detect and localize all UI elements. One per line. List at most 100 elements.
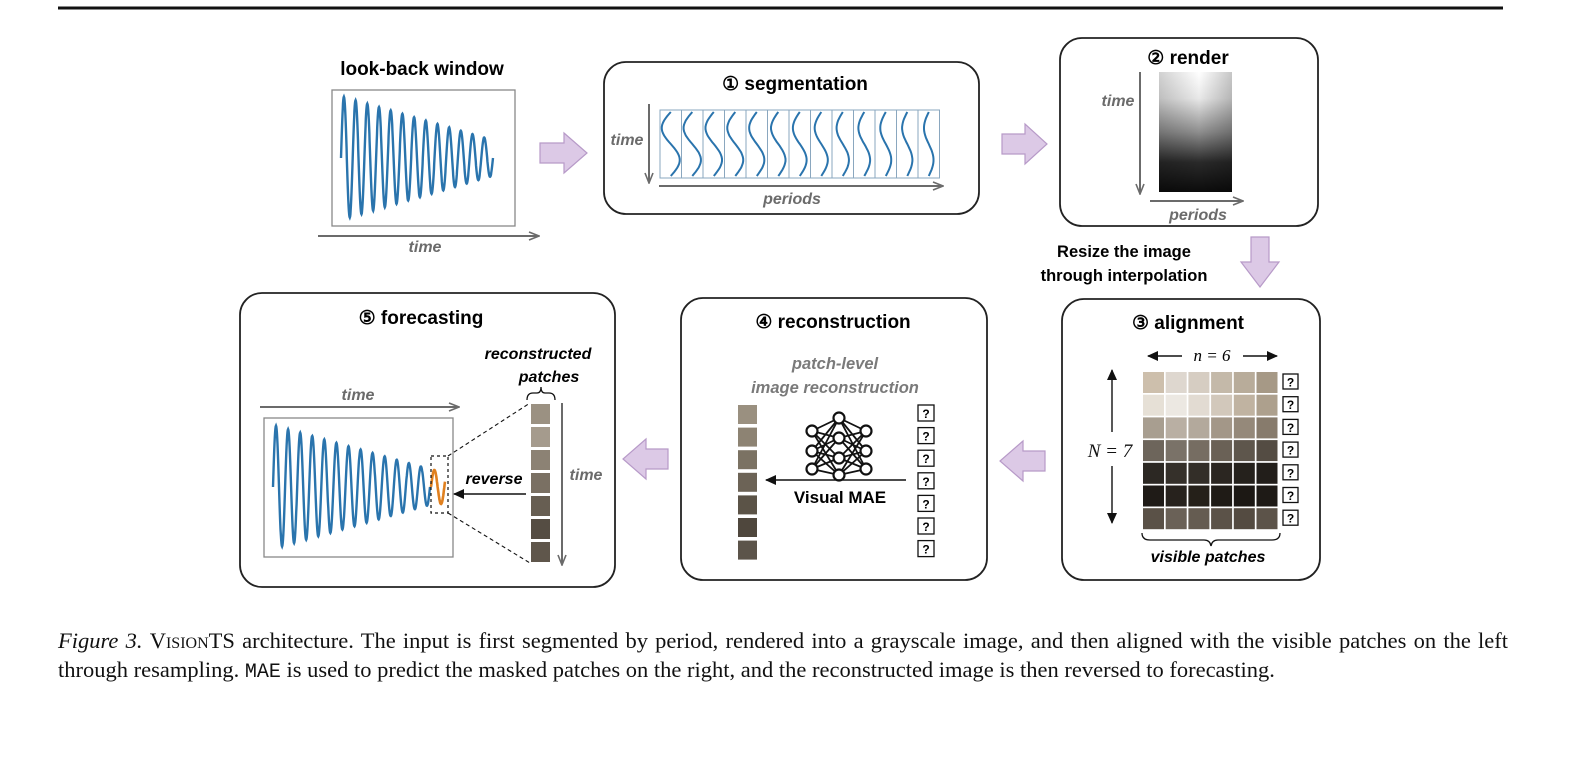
reconstructed-patch	[531, 542, 550, 562]
masked-patch	[917, 426, 935, 445]
visible-patch	[1233, 508, 1255, 530]
reconstructed-patch	[531, 427, 550, 447]
visible-patch	[1233, 372, 1255, 393]
masked-patch	[1282, 464, 1299, 481]
segment-wave	[704, 111, 723, 177]
masked-patch	[917, 539, 935, 558]
nn-node	[832, 451, 846, 465]
alignment-patch-grid	[1143, 372, 1278, 530]
mask-glyph: ?	[922, 430, 929, 444]
visible-patch	[1233, 394, 1255, 416]
flow-arrow-3	[1239, 236, 1281, 288]
visible-patch	[1188, 394, 1210, 416]
visible-patch	[1188, 485, 1210, 507]
masked-patch	[1282, 396, 1299, 413]
nn-node	[859, 462, 873, 476]
forecasting-reconstructed-patches	[531, 404, 550, 562]
segment-wave	[901, 111, 914, 177]
visible-patch	[1256, 485, 1278, 507]
visible-patch	[1165, 417, 1187, 439]
lookback-series	[339, 93, 495, 221]
render-time-label: time	[1102, 93, 1135, 110]
reconstructed-patch	[738, 472, 757, 492]
forecasting-title: ⑤ forecasting	[359, 308, 484, 329]
mask-glyph: ?	[1287, 466, 1294, 480]
masked-patch	[917, 472, 935, 490]
visible-patch	[1211, 372, 1233, 393]
reconstruction-output-patches	[738, 405, 757, 560]
mask-glyph: ?	[1287, 398, 1294, 412]
flow-arrow-2	[1001, 122, 1048, 166]
visible-patch	[1165, 440, 1187, 462]
mask-glyph: ?	[922, 475, 929, 489]
nn-node	[805, 424, 819, 438]
nn-edge	[811, 417, 840, 452]
visible-patch	[1256, 440, 1278, 462]
alignment-title: ③ alignment	[1132, 313, 1245, 334]
mask-glyph: ?	[1287, 444, 1294, 458]
visible-patch	[1211, 394, 1233, 416]
forecasting-zoom-line-top	[447, 402, 531, 457]
lookback-title: look-back window	[340, 59, 504, 80]
segment-wave	[835, 111, 850, 177]
reconstructed-patch	[738, 518, 757, 537]
visible-patch	[1143, 394, 1164, 416]
visible-patch	[1256, 508, 1278, 530]
visible-patch	[1165, 372, 1187, 393]
reconstructed-patch	[531, 519, 550, 539]
caption-model-name: VisionTS	[149, 628, 235, 653]
visible-patch	[1188, 508, 1210, 530]
mask-glyph: ?	[1287, 512, 1294, 526]
alignment-panel: ③ alignment n = 6 N = 7 ??????? visible …	[1061, 298, 1321, 581]
visible-patch	[1143, 417, 1164, 439]
mask-glyph: ?	[1287, 421, 1294, 435]
visible-patch	[1256, 372, 1278, 393]
render-image-shade	[1159, 72, 1232, 192]
reconstruction-title: ④ reconstruction	[755, 312, 910, 333]
visible-patch	[1233, 440, 1255, 462]
masked-patch	[1282, 373, 1299, 390]
visible-patch	[1165, 485, 1187, 507]
forecasting-patches-brace	[526, 386, 556, 401]
forecasting-reverse-label: reverse	[466, 471, 523, 488]
visible-patch	[1188, 417, 1210, 439]
nn-edge	[811, 417, 840, 470]
forecasting-time-label: time	[342, 387, 375, 404]
visible-patch	[1211, 485, 1233, 507]
visible-patch	[1143, 372, 1164, 393]
nn-node	[805, 462, 819, 476]
forecasting-zoom-box	[430, 455, 449, 514]
visible-patch	[1188, 462, 1210, 484]
visible-patch	[1233, 417, 1255, 439]
segmentation-panel: ① segmentation time periods	[603, 61, 980, 215]
reconstructed-patch	[531, 450, 550, 470]
segment-wave	[791, 111, 808, 177]
reconstructed-patch	[738, 450, 757, 470]
visible-patch	[1233, 485, 1255, 507]
segment-wave	[682, 111, 702, 177]
lookback-time-label: time	[409, 239, 442, 256]
forecasting-history-series	[271, 422, 432, 550]
architecture-diagram: look-back window time ① segmentation tim…	[58, 6, 1503, 588]
mask-glyph: ?	[922, 497, 929, 511]
nn-node	[805, 444, 819, 458]
visible-patch	[1188, 440, 1210, 462]
reconstructed-patch	[531, 496, 550, 516]
alignment-n-label: n = 6	[1194, 346, 1231, 365]
reconstructed-patch	[738, 540, 757, 560]
neural-network-icon	[805, 411, 873, 482]
resize-note-line1: Resize the image	[1057, 243, 1191, 261]
reconstructed-patch	[738, 427, 757, 447]
visible-patch	[1211, 462, 1233, 484]
segmentation-time-label: time	[611, 132, 644, 149]
segment-wave	[748, 111, 766, 177]
alignment-N-label: N = 7	[1087, 441, 1134, 462]
nn-node	[832, 411, 846, 425]
segmentation-title: ① segmentation	[722, 74, 868, 95]
mask-glyph: ?	[922, 407, 929, 421]
nn-node	[832, 468, 846, 482]
caption-figure-label: Figure 3.	[58, 628, 143, 653]
nn-node	[832, 431, 846, 445]
masked-patch	[1282, 486, 1299, 504]
render-title: ② render	[1147, 48, 1229, 69]
